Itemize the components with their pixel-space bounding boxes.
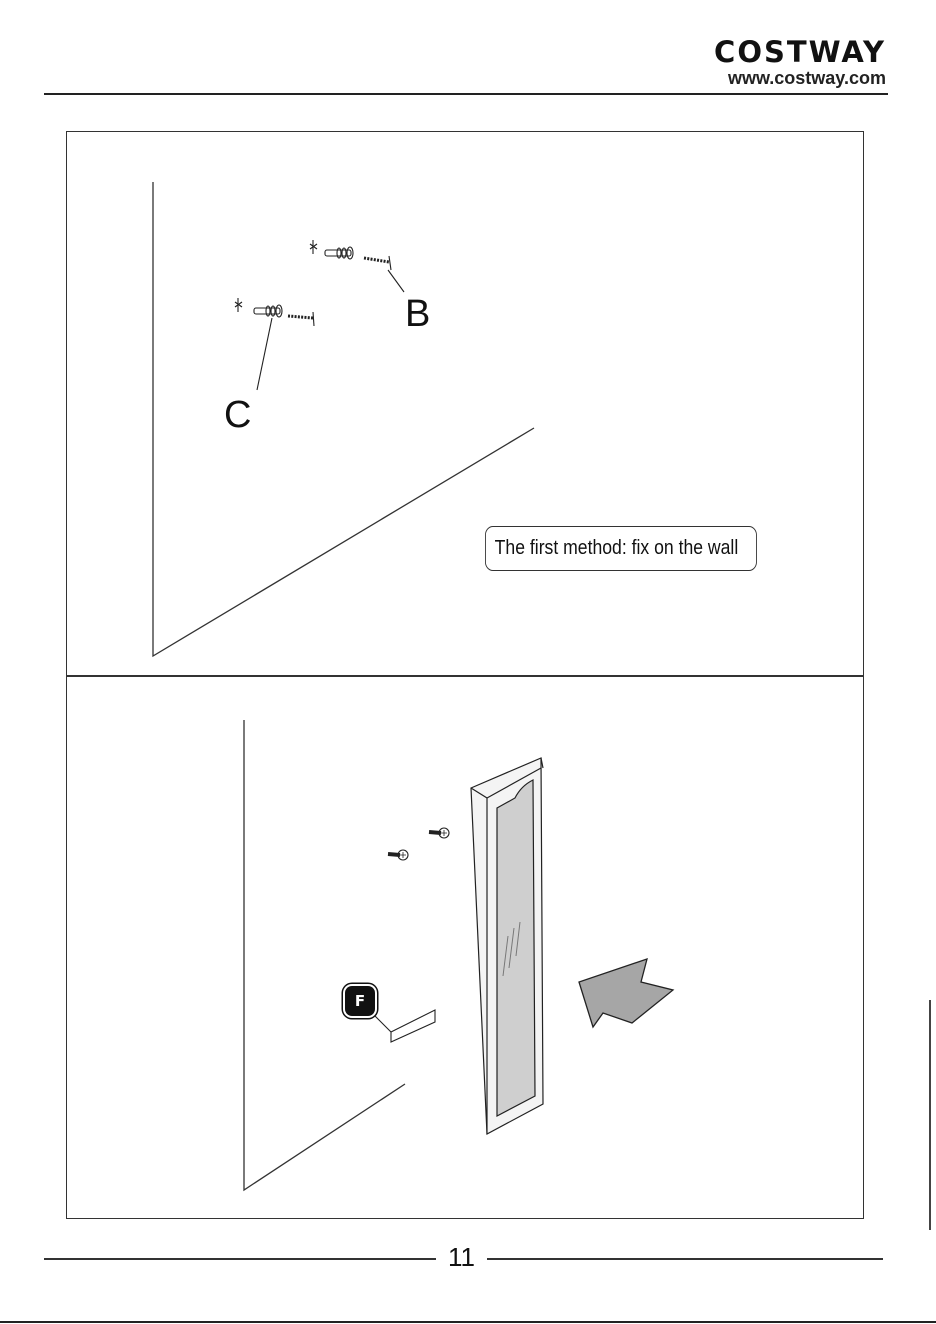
drill-mark-icon bbox=[310, 240, 317, 254]
header-divider bbox=[44, 93, 888, 95]
wall-anchor-icon bbox=[254, 305, 282, 317]
bracket-part-f bbox=[375, 1010, 435, 1042]
brand-url: www.costway.com bbox=[714, 68, 886, 88]
method-caption: The first method: fix on the wall bbox=[485, 526, 757, 571]
part-label-f-badge: F bbox=[345, 986, 375, 1016]
wall-fix-illustration bbox=[67, 132, 865, 678]
footer-divider-left bbox=[44, 1258, 436, 1260]
page-edge-mark bbox=[929, 1000, 931, 1230]
wall-corner-line bbox=[153, 182, 534, 656]
page-bottom-border bbox=[0, 1321, 936, 1323]
brand-name: COSTWAY bbox=[714, 36, 886, 68]
mirror-frame bbox=[471, 758, 543, 1134]
leader-line-c bbox=[257, 318, 272, 390]
part-label-c: C bbox=[224, 396, 251, 434]
screw-icon bbox=[288, 312, 314, 326]
wall-anchor-icon bbox=[325, 247, 353, 259]
mount-mirror-illustration bbox=[67, 676, 865, 1220]
wall-corner-line bbox=[244, 720, 405, 1190]
wall-screw-lower bbox=[388, 850, 408, 860]
step-panel-wall-fix: B C The first method: fix on the wall bbox=[66, 131, 864, 677]
step-panel-mount-mirror: F bbox=[66, 675, 864, 1219]
drill-mark-icon bbox=[235, 298, 242, 312]
part-label-b: B bbox=[405, 295, 430, 333]
direction-arrow-icon bbox=[579, 959, 673, 1027]
leader-line-b bbox=[388, 270, 404, 292]
brand-logo: COSTWAY www.costway.com bbox=[714, 36, 886, 88]
mirror-glass bbox=[497, 780, 535, 1116]
wall-screw-upper bbox=[429, 828, 449, 838]
page-number: 11 bbox=[436, 1242, 487, 1272]
hardware-set-c bbox=[235, 298, 314, 390]
screw-icon bbox=[364, 256, 391, 270]
hardware-set-b bbox=[310, 240, 404, 292]
footer-divider-right bbox=[487, 1258, 883, 1260]
